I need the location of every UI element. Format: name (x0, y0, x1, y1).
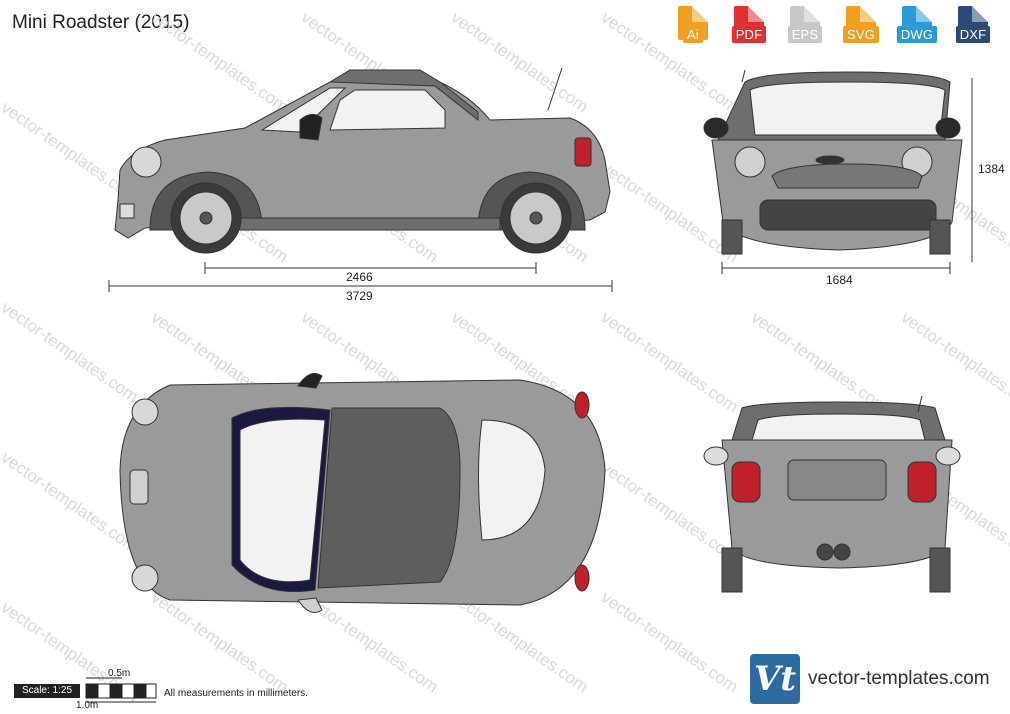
watermark-text: vector-templates.com (598, 458, 742, 567)
watermark-text: vector-templates.com (0, 298, 142, 407)
top-view (119, 373, 606, 613)
scale-one-meter: 1.0m (76, 700, 99, 711)
format-dxf-button[interactable]: DXF (948, 6, 998, 50)
watermark-text: vector-templates.com (598, 588, 742, 697)
dimension-height: 1384 (978, 162, 1005, 176)
format-dwg-button[interactable]: DWG (892, 6, 942, 50)
dimension-lines (108, 78, 973, 292)
dimension-wheelbase: 2466 (346, 270, 373, 284)
watermark-text: vector-templates.com (148, 588, 292, 697)
format-label: SVG (842, 26, 880, 43)
dimension-width: 1684 (826, 273, 853, 287)
format-pdf-button[interactable]: PDF (724, 6, 774, 50)
format-label: PDF (731, 26, 767, 43)
rear-view (703, 395, 961, 593)
format-svg-button[interactable]: SVG (836, 6, 886, 50)
watermark-text: vector-templates.com (148, 8, 292, 117)
dimension-length: 3729 (346, 289, 373, 303)
scale-half-meter: 0.5m (108, 668, 131, 679)
brand-site-link[interactable]: vector-templates.com (808, 668, 990, 689)
watermark-text: vector-templates.com (898, 308, 1010, 417)
side-view (114, 67, 611, 254)
watermark-text: vector-templates.com (598, 308, 742, 417)
measurement-note: All measurements in millimeters. (164, 688, 308, 699)
watermark-text: vector-templates.com (748, 308, 892, 417)
format-badges: Ai PDF EPS SVG DWG DXF (668, 6, 998, 50)
format-label: EPS (787, 26, 823, 43)
format-label: DWG (896, 26, 938, 43)
scale-label: Scale: 1:25 (14, 684, 80, 698)
front-view (703, 69, 963, 255)
scale-bar (85, 677, 157, 703)
brand-logo[interactable]: Vt (750, 654, 800, 704)
page-title: Mini Roadster (2015) (12, 12, 190, 33)
format-eps-button[interactable]: EPS (780, 6, 830, 50)
format-ai-button[interactable]: Ai (668, 6, 718, 50)
watermark-text: vector-templates.com (598, 8, 742, 117)
format-label: DXF (955, 26, 991, 43)
file-icon (678, 6, 708, 40)
format-label: Ai (683, 26, 703, 43)
